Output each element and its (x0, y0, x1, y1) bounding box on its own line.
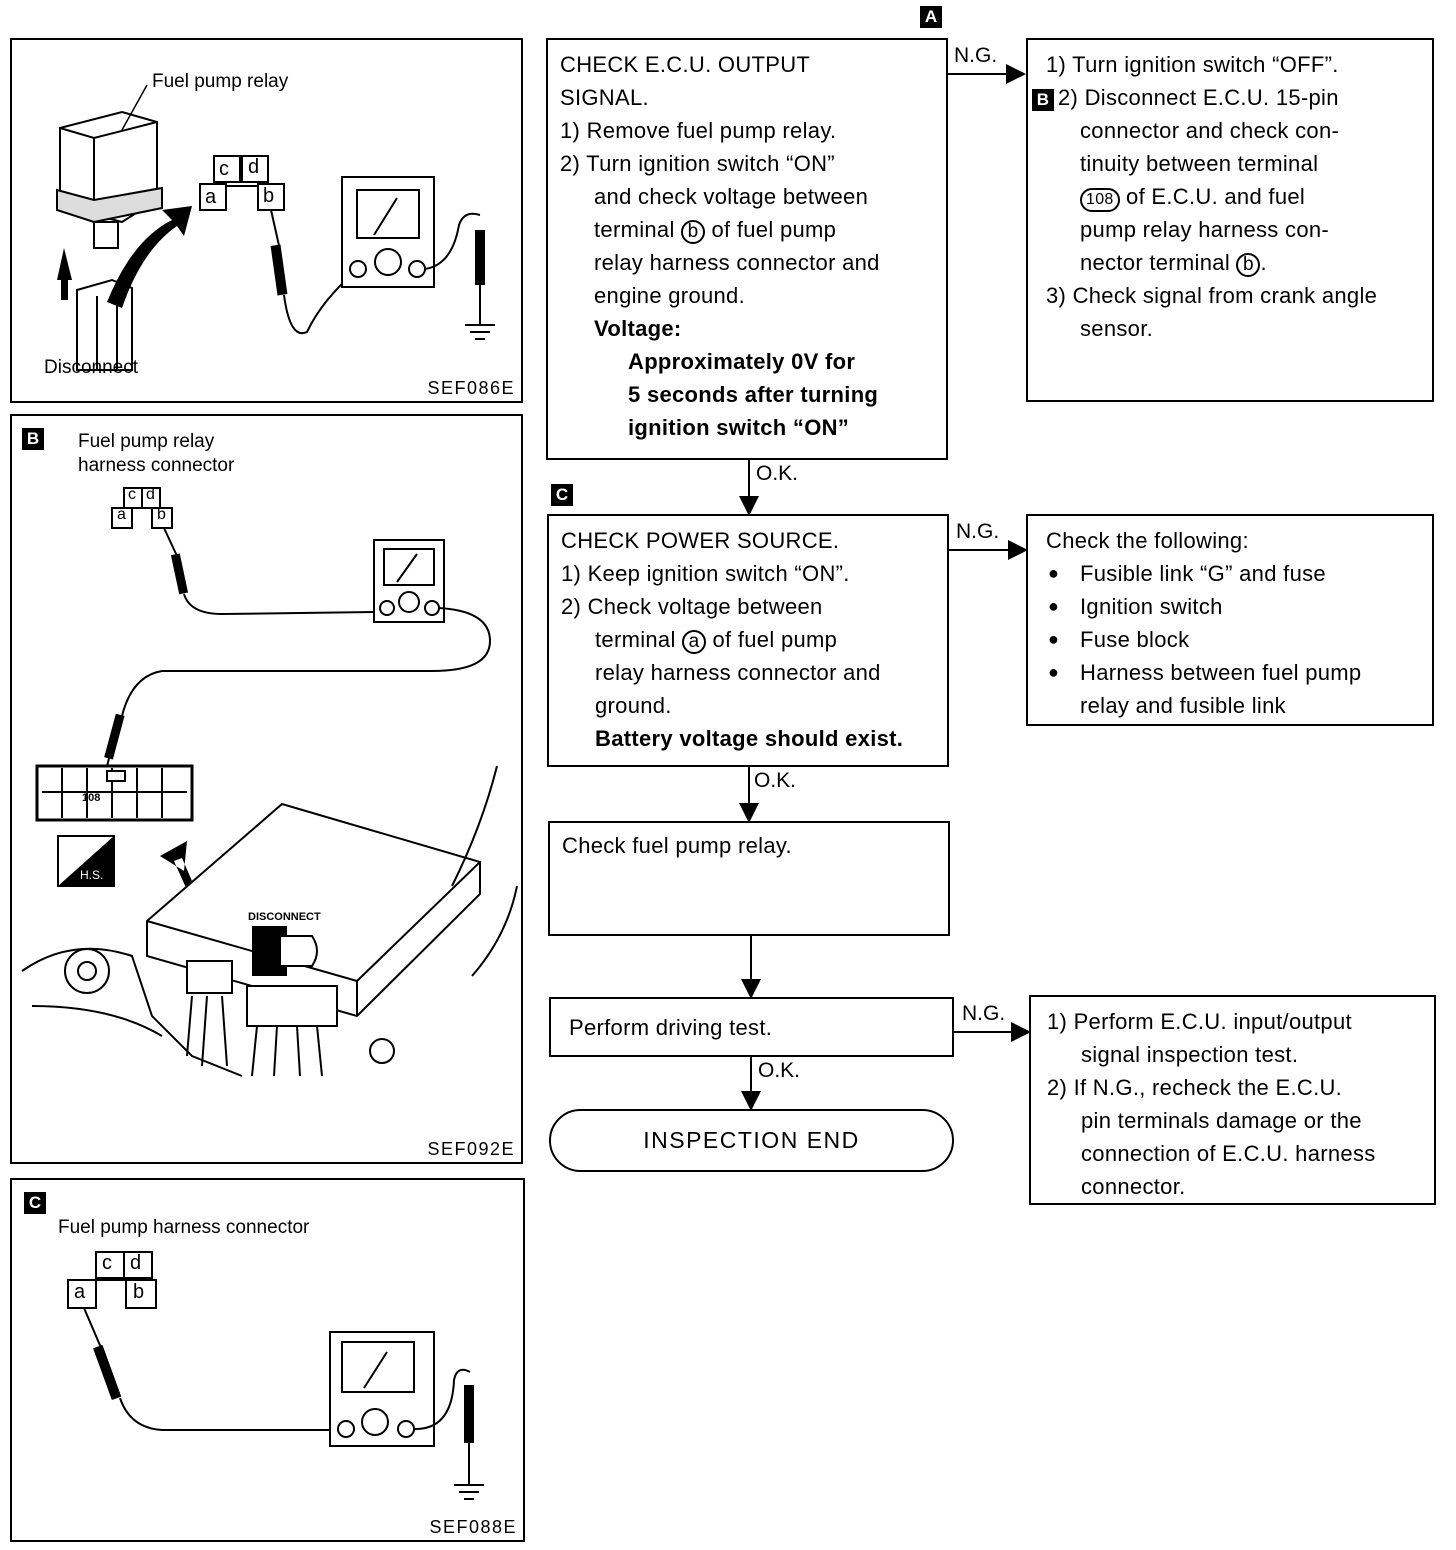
terminal-a: a (205, 186, 217, 208)
terminal-c: c (128, 486, 136, 503)
box1-step1: 1) Remove fuel pump relay. (560, 118, 837, 143)
flow-tag-a: A (920, 6, 942, 28)
check-item: Ignition switch (1046, 590, 1420, 623)
ng1-step2b: connector and check con- (1080, 118, 1340, 143)
pin-108-label: 108 (82, 792, 101, 804)
pin-108-symbol: 108 (1080, 188, 1120, 212)
ok-label: O.K. (758, 1059, 801, 1082)
panel2-label-line1: Fuel pump relay (78, 431, 215, 452)
terminal-b-symbol: b (1236, 253, 1261, 277)
voltage-spec1: Approximately 0V for (628, 349, 856, 374)
relay-check-illustration (56, 84, 495, 371)
check-ecu-output-signal-box: CHECK E.C.U. OUTPUT SIGNAL. 1) Remove fu… (546, 38, 948, 460)
figure-ref: SEF086E (427, 378, 515, 398)
terminal-c: c (219, 158, 229, 180)
box1-step2d: relay harness connector and (594, 250, 880, 275)
ng-label: N.G. (954, 44, 998, 67)
fuel-pump-relay-label: Fuel pump relay (152, 71, 289, 92)
ng1-step2d: 108 of E.C.U. and fuel (1046, 180, 1420, 213)
check-power-source-box: CHECK POWER SOURCE. 1) Keep ignition swi… (547, 514, 949, 767)
box1-title1: CHECK E.C.U. OUTPUT (560, 52, 811, 77)
ng4-step2a: 2) If N.G., recheck the E.C.U. (1047, 1075, 1343, 1100)
power-source-illustration (67, 1251, 484, 1500)
check-item: Fusible link “G” and fuse (1046, 557, 1420, 590)
ng-label: N.G. (962, 1002, 1006, 1025)
terminal-a: a (117, 506, 126, 523)
check-item: Fuse block (1046, 623, 1420, 656)
ng4-step2c: connection of E.C.U. harness (1081, 1141, 1376, 1166)
disconnect-label: Disconnect (44, 357, 138, 378)
check-item-continued: relay and fusible link (1080, 693, 1286, 718)
ng-label: N.G. (956, 520, 1000, 543)
ng4-step2b: pin terminals damage or the (1081, 1108, 1362, 1133)
box1-step2e: engine ground. (594, 283, 745, 308)
terminal-d: d (248, 156, 260, 178)
panel-ecu-continuity-check: B Fuel pump relay harness connector c d … (10, 414, 523, 1164)
voltage-spec2: 5 seconds after turning (628, 382, 879, 407)
terminal-b: b (133, 1281, 145, 1303)
figure-ref: SEF092E (427, 1139, 515, 1159)
hs-label: H.S. (80, 868, 104, 882)
panel-power-source-check: C Fuel pump harness connector c d a b SE… (10, 1178, 525, 1542)
voltage-spec3: ignition switch “ON” (628, 415, 850, 440)
box2-title: CHECK POWER SOURCE. (561, 528, 840, 553)
box2-step2c: relay harness connector and (595, 660, 881, 685)
ng1-step3b: sensor. (1080, 316, 1154, 341)
box2-step1: 1) Keep ignition switch “ON”. (561, 561, 850, 586)
ecu-continuity-illustration (21, 487, 518, 1077)
driving-test-ng-box: 1) Perform E.C.U. input/output signal in… (1029, 995, 1436, 1205)
check-fuel-pump-relay-box: Check fuel pump relay. (548, 821, 950, 936)
box1-step2a: 2) Turn ignition switch “ON” (560, 151, 835, 176)
inspection-end-terminal: INSPECTION END (549, 1109, 954, 1172)
box3-text: Check fuel pump relay. (562, 833, 792, 858)
box2-step2a: 2) Check voltage between (561, 594, 823, 619)
panel-tag-b: B (22, 428, 44, 450)
box2-step2d: ground. (595, 693, 672, 718)
ng1-step2e: pump relay harness con- (1080, 217, 1330, 242)
box1-step2b: and check voltage between (594, 184, 869, 209)
terminal-d: d (146, 486, 155, 503)
ng4-step1a: 1) Perform E.C.U. input/output (1047, 1009, 1352, 1034)
figure-ref: SEF088E (429, 1517, 517, 1537)
flow-tag-c: C (551, 484, 573, 506)
panel3-label: Fuel pump harness connector (58, 1217, 310, 1238)
ok-label: O.K. (754, 769, 797, 792)
disconnect-label: DISCONNECT (248, 911, 321, 923)
check-item: Harness between fuel pump (1046, 656, 1420, 689)
box1-title2: SIGNAL. (560, 85, 649, 110)
terminal-a-symbol: a (682, 630, 707, 654)
panel-fuel-pump-relay-voltage-check: Fuel pump relay Disconnect c d a b SEF08… (10, 38, 523, 403)
power-source-ng-box: Check the following: Fusible link “G” an… (1026, 514, 1434, 726)
voltage-label: Voltage: (594, 316, 682, 341)
terminal-b: b (263, 185, 275, 207)
box1-step2c: terminal b of fuel pump (594, 217, 837, 244)
box2-ng-title: Check the following: (1046, 528, 1249, 553)
ng4-step1b: signal inspection test. (1081, 1042, 1299, 1067)
driving-test-box: Perform driving test. (549, 997, 954, 1057)
ng1-step2c: tinuity between terminal (1080, 151, 1319, 176)
terminal-c: c (102, 1252, 112, 1274)
flow-tag-b: B (1032, 89, 1054, 111)
terminal-b-symbol: b (681, 220, 706, 244)
terminal-a: a (74, 1281, 86, 1303)
box2-step2b: terminal a of fuel pump (595, 627, 838, 654)
terminal-d: d (130, 1252, 142, 1274)
panel-tag-c: C (24, 1192, 46, 1214)
ng1-step1: 1) Turn ignition switch “OFF”. (1046, 52, 1339, 77)
terminal-b: b (157, 506, 166, 523)
ng1-step3a: 3) Check signal from crank angle (1046, 283, 1378, 308)
battery-voltage-spec: Battery voltage should exist. (595, 726, 904, 751)
ng1-step2f: nector terminal b. (1080, 250, 1267, 277)
box4-text: Perform driving test. (569, 1015, 773, 1040)
panel2-label-line2: harness connector (78, 455, 235, 476)
ng4-step2d: connector. (1081, 1174, 1186, 1199)
ok-label: O.K. (756, 462, 799, 485)
